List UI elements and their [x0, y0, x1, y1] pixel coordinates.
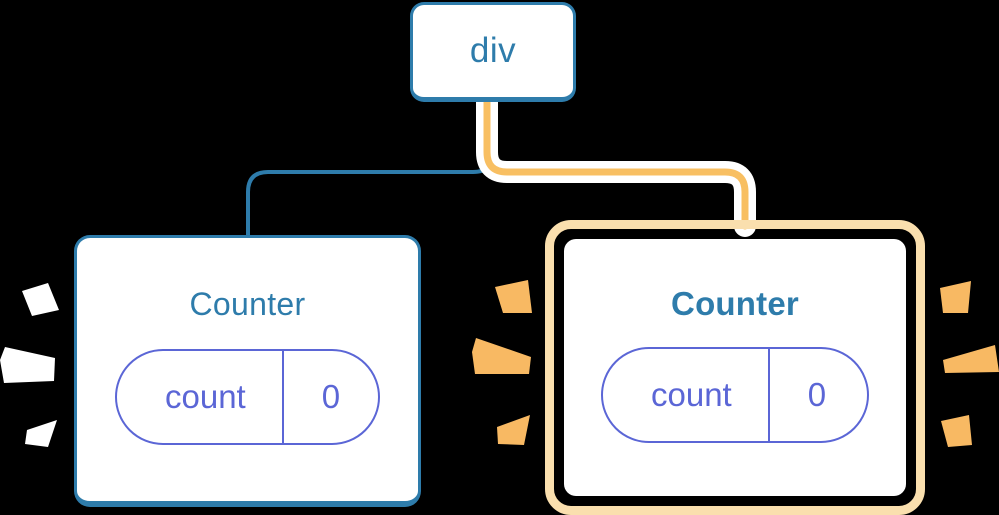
node-counter-right-label: Counter — [671, 285, 799, 322]
sparkle-icon — [495, 280, 532, 313]
state-pill-right-value: 0 — [767, 349, 864, 441]
sparkle-icon — [940, 281, 971, 313]
sparkle-icon — [941, 415, 972, 447]
state-pill-left-value: 0 — [281, 351, 378, 443]
state-pill-left-name: count — [165, 378, 246, 415]
sparkle-icon — [943, 345, 999, 373]
sparkle-icon — [0, 347, 55, 383]
sparkle-icon — [25, 420, 57, 447]
node-div[interactable]: div — [410, 2, 576, 102]
node-counter-right-card: Counter count 0 — [564, 239, 906, 496]
state-pill-left[interactable]: count 0 — [115, 349, 380, 445]
node-counter-left-label: Counter — [189, 286, 306, 322]
state-pill-right[interactable]: count 0 — [601, 347, 869, 443]
sparkle-group-counter-right-left — [472, 280, 532, 445]
node-counter-right[interactable]: Counter count 0 — [545, 220, 925, 515]
edge-root-to-counter-right — [483, 98, 749, 230]
edge-root-to-counter-right-halo — [476, 91, 756, 237]
state-pill-right-name: count — [651, 376, 732, 413]
node-div-label: div — [469, 31, 517, 70]
sparkle-icon — [472, 338, 531, 374]
sparkle-icon — [22, 283, 59, 316]
sparkle-group-counter-left — [0, 283, 59, 447]
node-counter-left[interactable]: Counter count 0 — [74, 235, 421, 507]
sparkle-group-counter-right-right — [940, 281, 999, 447]
edge-root-to-counter-left — [246, 100, 495, 239]
sparkle-icon — [497, 415, 530, 445]
